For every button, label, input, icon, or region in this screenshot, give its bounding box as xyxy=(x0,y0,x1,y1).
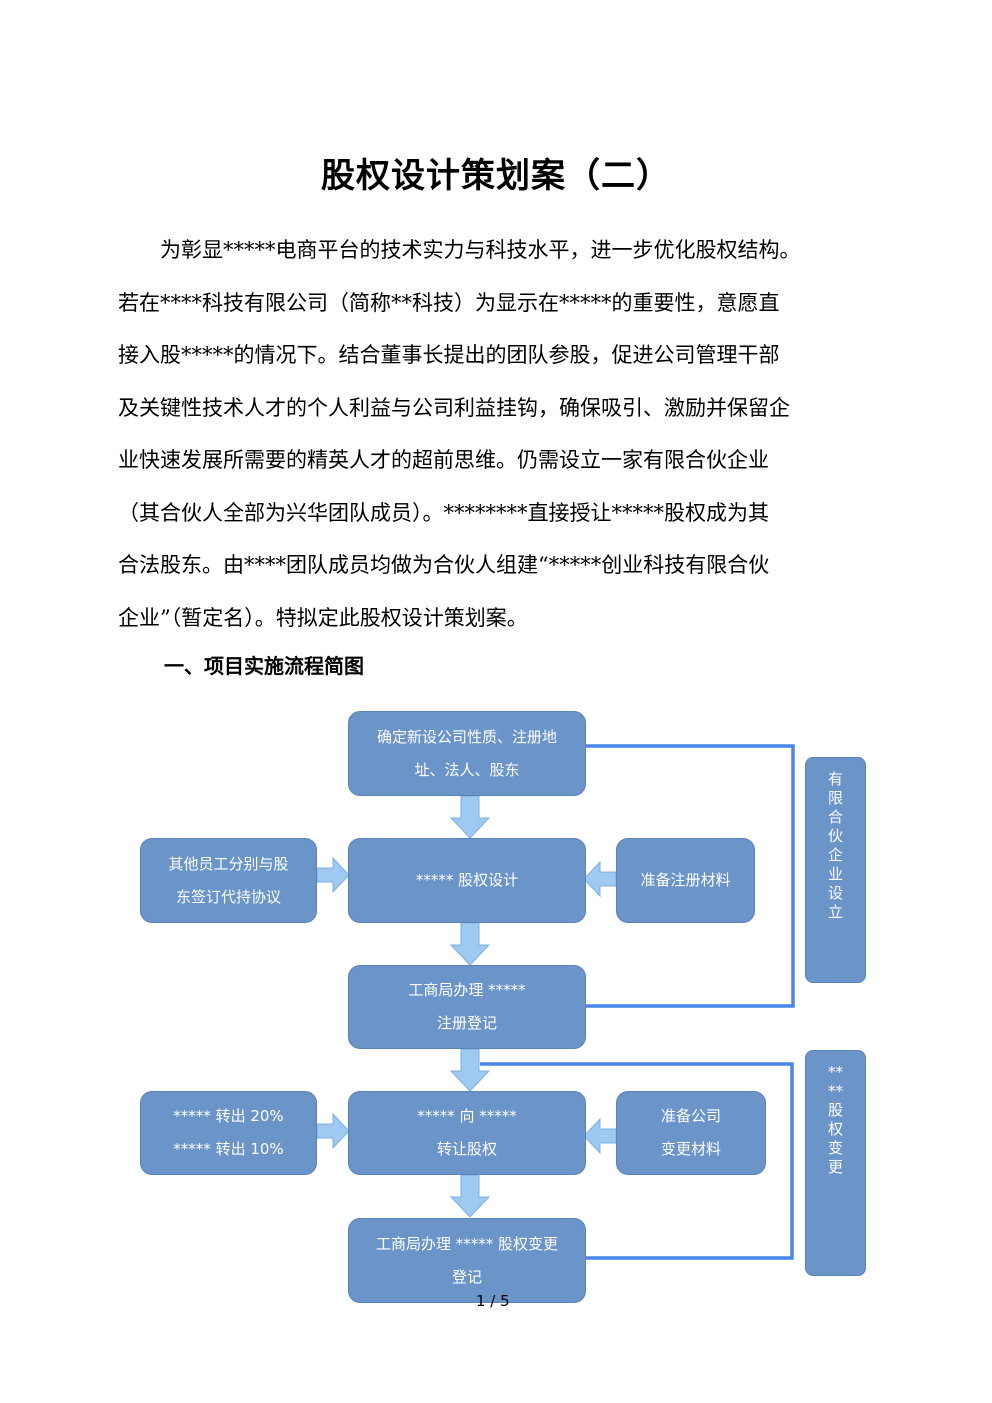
box-text: 其他员工分别与股 xyxy=(168,854,289,873)
box-text: 工商局办理 ***** 股权变更 xyxy=(375,1234,559,1253)
box-text: ***** 向 ***** xyxy=(417,1107,517,1125)
box-text: 转让股权 xyxy=(436,1140,497,1158)
down-arrow-2 xyxy=(449,922,491,966)
vertical-text: ****股权变更 xyxy=(827,1063,843,1176)
down-arrow-3 xyxy=(449,1048,491,1092)
flow-step-2: ***** 股权设计 xyxy=(348,838,586,923)
box-text: 注册登记 xyxy=(436,1014,497,1032)
left-arrow-1 xyxy=(583,860,617,898)
box-text: 工商局办理 ***** xyxy=(408,981,526,999)
box-text: 址、法人、股东 xyxy=(414,760,520,779)
vertical-text: 有限合伙企业设立 xyxy=(827,770,843,921)
box-text: ***** 转出 10% xyxy=(173,1140,284,1158)
flow-right-1: 准备注册材料 xyxy=(616,838,755,923)
box-text: 确定新设公司性质、注册地 xyxy=(376,727,557,746)
document-title: 股权设计策划案（二） xyxy=(321,156,671,196)
paragraph-line: 企业”（暂定名）。特拟定此股权设计策划案。 xyxy=(118,605,528,630)
flow-step-4: ***** 向 ***** 转让股权 xyxy=(348,1091,586,1175)
intro-paragraph: 为彰显*****电商平台的技术实力与科技水平，进一步优化股权结构。 若在****… xyxy=(118,224,878,644)
box-text: ***** 转出 20% xyxy=(173,1107,284,1125)
flow-step-3: 工商局办理 ***** 注册登记 xyxy=(348,965,586,1049)
flow-left-1: 其他员工分别与股 东签订代持协议 xyxy=(140,838,317,923)
flow-step-5: 工商局办理 ***** 股权变更 登记 xyxy=(348,1218,586,1303)
paragraph-line: 业快速发展所需要的精英人才的超前思维。仍需设立一家有限合伙企业 xyxy=(118,448,769,472)
left-arrow-2 xyxy=(583,1117,617,1155)
page-number: 1 / 5 xyxy=(476,1292,510,1310)
right-arrow-1 xyxy=(316,856,350,894)
box-text: 东签订代持协议 xyxy=(175,887,281,906)
box-text: 登记 xyxy=(451,1267,482,1286)
box-text: 准备公司 xyxy=(660,1107,721,1125)
paragraph-line: 若在****科技有限公司（简称**科技）为显示在*****的重要性，意愿直 xyxy=(118,290,780,315)
box-text: 准备注册材料 xyxy=(640,871,731,889)
flow-right-2: 准备公司 变更材料 xyxy=(616,1091,766,1175)
side-label-partnership: 有限合伙企业设立 xyxy=(805,757,866,983)
section-heading: 一、项目实施流程简图 xyxy=(164,654,364,678)
paragraph-line: 接入股*****的情况下。结合董事长提出的团队参股，促进公司管理干部 xyxy=(118,343,780,367)
paragraph-line: 合法股东。由****团队成员均做为合伙人组建“*****创业科技有限合伙 xyxy=(118,553,770,577)
box-text: 变更材料 xyxy=(660,1140,721,1158)
flow-left-2: ***** 转出 20% ***** 转出 10% xyxy=(140,1091,317,1175)
bracket-line-1 xyxy=(586,744,795,1008)
paragraph-line: （其合伙人全部为兴华团队成员）。********直接授让*****股权成为其 xyxy=(118,500,769,525)
down-arrow-1 xyxy=(449,795,491,839)
bracket-line-2 xyxy=(480,1062,794,1260)
paragraph-line: 及关键性技术人才的个人利益与公司利益挂钩，确保吸引、激励并保留企 xyxy=(118,395,790,420)
box-text: ***** 股权设计 xyxy=(415,871,519,889)
right-arrow-2 xyxy=(316,1112,350,1150)
paragraph-line: 为彰显*****电商平台的技术实力与科技水平，进一步优化股权结构。 xyxy=(118,238,801,262)
side-label-equity-change: ****股权变更 xyxy=(805,1050,866,1276)
down-arrow-4 xyxy=(449,1174,491,1218)
flow-step-1: 确定新设公司性质、注册地 址、法人、股东 xyxy=(348,711,586,796)
